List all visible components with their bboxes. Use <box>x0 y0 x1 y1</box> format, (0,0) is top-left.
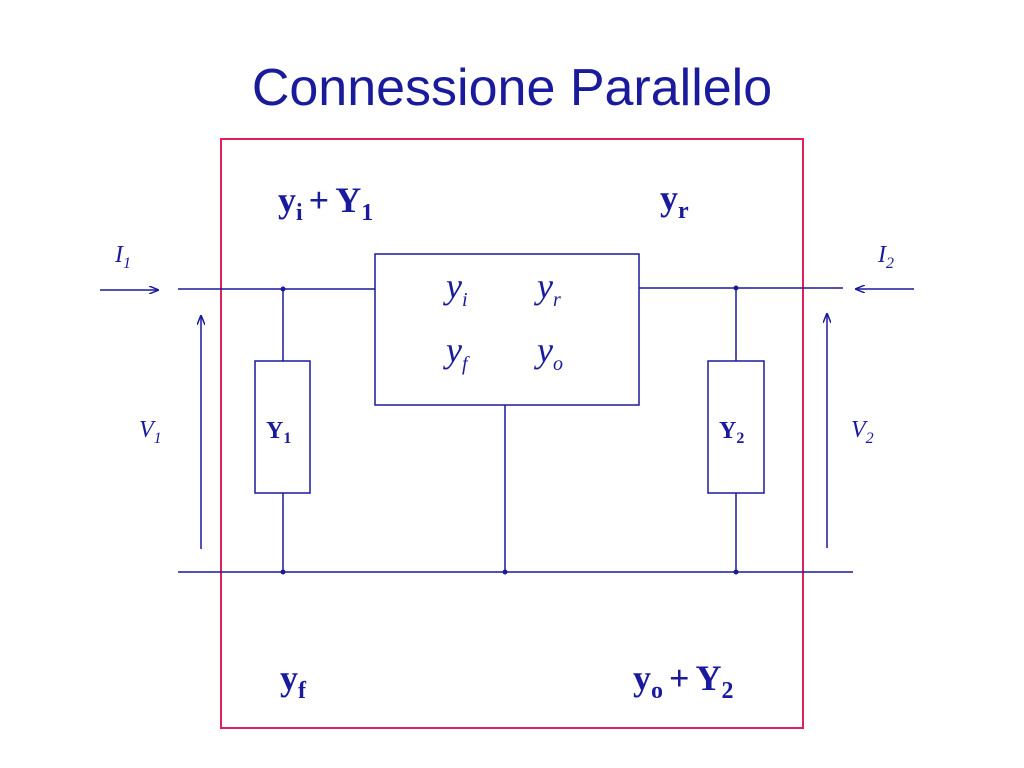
param-yr: yr <box>534 266 561 311</box>
current-i1-label: I1 <box>114 242 131 272</box>
voltage-v2-label: V2 <box>851 417 874 447</box>
shunt-admittance-y2-box <box>707 360 765 494</box>
param-yf: yf <box>443 330 470 375</box>
combined-param-bottom-left: yf <box>280 658 307 704</box>
junction-dot <box>280 286 286 292</box>
junction-dot <box>733 569 739 575</box>
param-yi: yi <box>443 266 468 311</box>
combined-param-top-right: yr <box>660 178 689 224</box>
combined-param-bottom-right: yo+Y2 <box>633 658 734 704</box>
current-i2-label: I2 <box>877 242 894 272</box>
combined-param-top-left: yi+Y1 <box>278 180 373 226</box>
overall-network-frame <box>220 138 804 729</box>
junction-dot <box>502 569 508 575</box>
shunt-y2-label: Y2 <box>719 418 744 447</box>
slide-title: Connessione Parallelo <box>251 59 773 117</box>
param-yo: yo <box>534 330 563 375</box>
shunt-y1-label: Y1 <box>266 418 291 447</box>
voltage-v1-label: V1 <box>139 417 162 447</box>
two-port-network-box <box>374 253 640 406</box>
junction-dot <box>280 569 286 575</box>
junction-dot <box>733 285 739 291</box>
